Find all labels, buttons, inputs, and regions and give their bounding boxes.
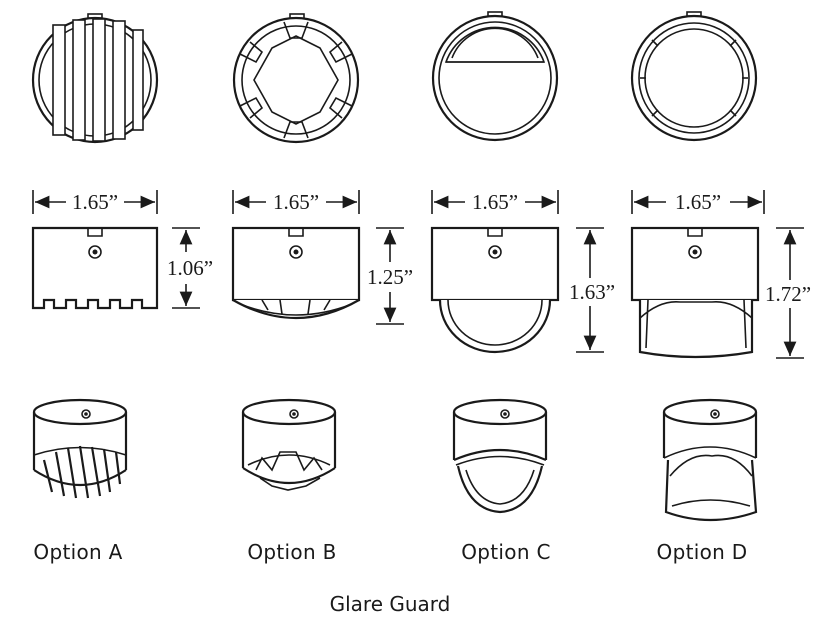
option-c-label: Option C <box>461 540 551 564</box>
option-d-label: Option D <box>656 540 748 564</box>
option-d-height-label: 1.72” <box>765 282 811 306</box>
option-c-top-view <box>431 11 559 142</box>
option-d-side-view: 1.72” <box>630 226 811 359</box>
option-d-width-label: 1.65” <box>675 190 721 214</box>
option-c-side-view: 1.63” <box>430 226 615 354</box>
option-a-width-label: 1.65” <box>72 190 118 214</box>
option-d-perspective <box>662 398 758 522</box>
option-a-height-label: 1.06” <box>167 256 213 280</box>
option-c-width-label: 1.65” <box>472 190 518 214</box>
option-b-side-view: 1.25” <box>231 226 413 325</box>
option-a-top-view <box>31 13 159 144</box>
option-d-top-view <box>630 11 758 142</box>
width-dimensions: 1.65” 1.65” 1.65” 1.65” <box>32 190 765 214</box>
option-c-height-label: 1.63” <box>569 280 615 304</box>
option-b-top-view <box>232 13 360 144</box>
option-a-side-view: 1.06” <box>31 226 213 310</box>
option-b-width-label: 1.65” <box>273 190 319 214</box>
option-b-height-label: 1.25” <box>367 265 413 289</box>
option-a-perspective <box>32 398 128 499</box>
option-b-perspective <box>241 398 337 491</box>
option-b-label: Option B <box>247 540 337 564</box>
option-c-perspective <box>452 398 548 514</box>
option-a-label: Option A <box>33 540 123 564</box>
diagram-title: Glare Guard <box>329 592 451 616</box>
